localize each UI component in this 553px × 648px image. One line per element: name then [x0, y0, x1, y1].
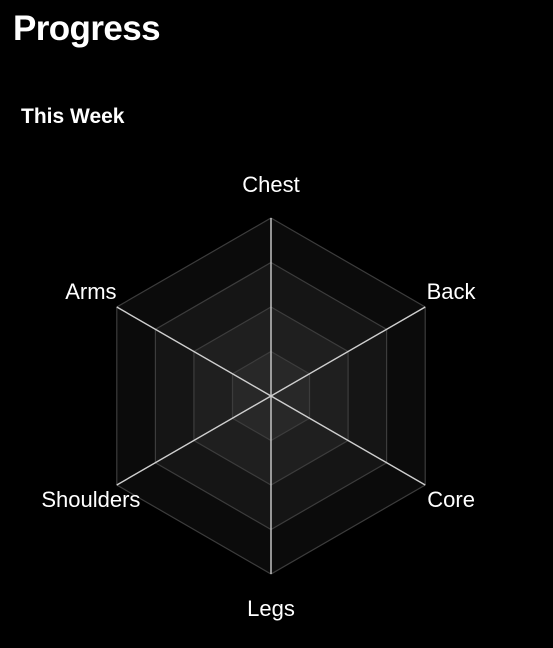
radar-label-legs: Legs	[247, 596, 295, 621]
radar-spoke-shoulders	[116, 395, 272, 486]
section-title-this-week: This Week	[21, 105, 125, 128]
radar-label-back: Back	[427, 279, 477, 304]
radar-label-arms: Arms	[65, 279, 116, 304]
radar-spoke-back	[270, 306, 426, 397]
radar-axis-spokes	[116, 218, 426, 574]
radar-label-core: Core	[427, 487, 475, 512]
radar-label-shoulders: Shoulders	[41, 487, 140, 512]
radar-spoke-core	[270, 395, 426, 486]
radar-spoke-arms	[116, 306, 272, 397]
page-title: Progress	[13, 9, 161, 48]
radar-label-chest: Chest	[242, 172, 299, 197]
